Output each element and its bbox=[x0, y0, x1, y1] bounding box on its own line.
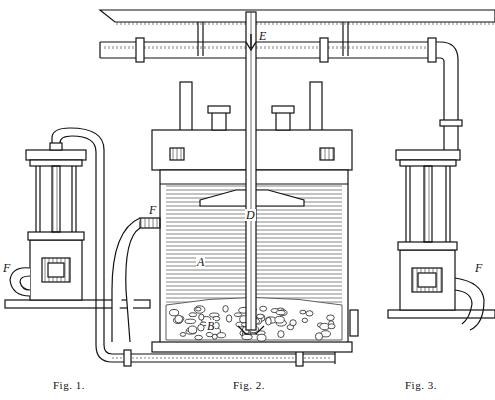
pebble bbox=[257, 314, 264, 319]
pebble bbox=[217, 333, 226, 338]
pebble bbox=[328, 324, 335, 329]
pebble bbox=[194, 306, 205, 313]
inlet-letter: F bbox=[148, 204, 157, 216]
pebble bbox=[327, 315, 335, 321]
pump-fig3 bbox=[388, 150, 495, 330]
pebble bbox=[199, 314, 204, 320]
vessel-fig2 bbox=[112, 12, 358, 352]
hose-fig1 bbox=[10, 268, 30, 296]
pebble bbox=[188, 326, 197, 333]
pebble bbox=[278, 331, 284, 338]
pebble bbox=[223, 306, 228, 313]
ceiling-plank bbox=[100, 10, 495, 25]
hose-letter: F bbox=[474, 262, 483, 274]
pebble bbox=[276, 310, 285, 314]
pebble bbox=[185, 319, 196, 323]
figure-caption: Fig. 2. bbox=[232, 380, 266, 391]
pebble bbox=[302, 318, 308, 322]
pebble bbox=[175, 315, 183, 323]
pebble bbox=[275, 316, 285, 323]
pebble bbox=[234, 313, 241, 317]
pebble bbox=[306, 311, 313, 316]
piston-letter: D bbox=[245, 209, 256, 221]
pebble bbox=[242, 334, 252, 339]
water-letter: A bbox=[196, 256, 205, 268]
pebble bbox=[300, 310, 306, 314]
pebble bbox=[169, 309, 178, 315]
figure-caption: Fig. 3. bbox=[404, 380, 438, 391]
rod-letter: E bbox=[258, 30, 267, 42]
pebble bbox=[260, 306, 267, 311]
pebble bbox=[212, 334, 217, 339]
pebble bbox=[198, 324, 204, 331]
pebble bbox=[180, 332, 185, 336]
pebble bbox=[226, 315, 231, 322]
pebble bbox=[290, 320, 296, 326]
pump-fig1 bbox=[5, 128, 150, 345]
pebble bbox=[315, 333, 322, 340]
pebble bbox=[196, 307, 201, 311]
hose-letter: F bbox=[2, 262, 11, 274]
pebble bbox=[257, 334, 266, 341]
pebble-letter: B bbox=[206, 320, 215, 332]
pebble bbox=[195, 335, 203, 340]
pebble bbox=[266, 317, 272, 325]
pebble bbox=[189, 313, 197, 317]
figure-caption: Fig. 1. bbox=[52, 380, 86, 391]
